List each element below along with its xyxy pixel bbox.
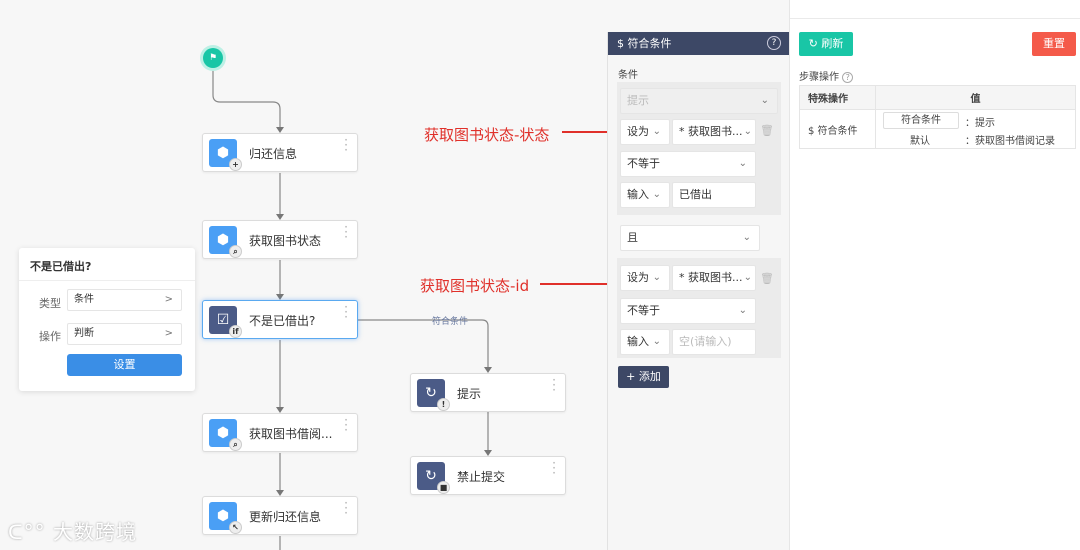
chevron-down-icon: ⌄ — [742, 232, 751, 243]
joiner-select[interactable]: 且⌄ — [620, 225, 760, 251]
flow-node[interactable]: ↻■ 禁止提交 ··· — [410, 456, 566, 495]
popover-title: 不是已借出? — [30, 260, 92, 273]
cube-icon: ⬢+ — [209, 139, 242, 171]
chevron-down-icon: ⌄ — [738, 305, 747, 316]
value-input[interactable]: 已借出 — [672, 182, 756, 208]
help-icon[interactable]: ? — [767, 36, 781, 50]
flow-node-selected[interactable]: ☑if 不是已借出? ··· — [202, 300, 358, 339]
mode-select[interactable]: 设为⌄ — [620, 119, 670, 145]
settings-button[interactable]: 设置 — [67, 354, 182, 376]
chevron-down-icon: ⌄ — [652, 126, 661, 137]
chevron-down-icon: ⌄ — [652, 272, 661, 283]
flow-connectors — [212, 68, 492, 550]
watermark-logo: ᑕ°° 大数跨境 — [8, 520, 137, 544]
op-select[interactable]: 判断> — [67, 323, 182, 345]
more-icon[interactable]: ··· — [552, 456, 556, 480]
trash-icon[interactable]: 🗑 — [760, 124, 774, 137]
loop-icon: ↻■ — [417, 462, 450, 494]
more-icon[interactable]: ··· — [344, 220, 348, 244]
refresh-icon: ↻ — [808, 37, 818, 50]
help-icon[interactable]: ? — [842, 72, 854, 83]
annotation: 获取图书状态-id — [420, 277, 530, 295]
field-select[interactable]: * 获取图书...⌄ — [672, 119, 756, 145]
flow-node[interactable]: ⬢⌕ 获取图书状态 ··· — [202, 220, 358, 259]
node-popover: 不是已借出? 类型 条件> 操作 判断> 设置 — [19, 248, 195, 391]
node-label: 更新归还信息 — [249, 510, 322, 524]
chevron-down-icon: ⌄ — [743, 272, 752, 283]
type-select[interactable]: 条件> — [67, 289, 182, 311]
loop-icon: ↻! — [417, 379, 450, 411]
more-icon[interactable]: ··· — [344, 413, 348, 437]
flow-node[interactable]: ⬢+ 归还信息 ··· — [202, 133, 358, 172]
type-label: 类型 — [39, 297, 61, 310]
chevron-right-icon: > — [164, 294, 173, 305]
node-label: 禁止提交 — [457, 470, 506, 484]
chevron-down-icon: ⌄ — [652, 189, 661, 200]
cube-icon: ⬢↖ — [209, 502, 242, 534]
more-icon[interactable]: ··· — [344, 133, 348, 157]
operator-select[interactable]: 不等于⌄ — [620, 298, 756, 324]
operator-select[interactable]: 不等于⌄ — [620, 151, 756, 177]
condition-tag[interactable]: 符合条件 — [883, 112, 959, 129]
panel-header: $ 符合条件 ? — [608, 32, 789, 55]
node-label: 获取图书借阅... — [249, 427, 333, 441]
chevron-right-icon: > — [164, 328, 173, 339]
flow-node[interactable]: ↻! 提示 ··· — [410, 373, 566, 412]
step-table: 特殊操作 值 $ 符合条件 符合条件 ：提示 默认 ：获取图书借阅记录 — [799, 85, 1076, 149]
edge-label: 符合条件 — [432, 317, 469, 327]
chevron-down-icon: ⌄ — [652, 336, 661, 347]
checklist-icon: ☑if — [209, 306, 242, 338]
right-panel: ↻ 刷新 重置 步骤操作 ? 特殊操作 值 $ 符合条件 符合条件 ：提示 默认… — [789, 0, 1080, 550]
section-label: 步骤操作 — [799, 72, 839, 83]
more-icon[interactable]: ··· — [344, 496, 348, 520]
more-icon[interactable]: ··· — [552, 373, 556, 397]
panel-title: $ 符合条件 — [617, 37, 672, 50]
cube-icon: ⬢⌕ — [209, 226, 242, 258]
node-label: 归还信息 — [249, 147, 298, 161]
input-mode-select[interactable]: 输入⌄ — [620, 182, 670, 208]
node-label: 提示 — [457, 387, 482, 401]
node-label: 不是已借出? — [249, 314, 316, 328]
condition-panel: $ 符合条件 ? 条件 提示⌄ 设为⌄ * 获取图书...⌄ 🗑 不等于⌄ 输入… — [607, 32, 789, 550]
start-flag-icon[interactable]: ⚑ — [203, 48, 223, 68]
chevron-down-icon: ⌄ — [738, 158, 747, 169]
cube-icon: ⬢⌕ — [209, 419, 242, 451]
node-label: 获取图书状态 — [249, 234, 322, 248]
mode-select[interactable]: 设为⌄ — [620, 265, 670, 291]
op-label: 操作 — [39, 330, 61, 343]
arrow-icon — [540, 279, 620, 289]
section-label: 条件 — [618, 70, 638, 81]
flow-node[interactable]: ⬢⌕ 获取图书借阅... ··· — [202, 413, 358, 452]
more-icon[interactable]: ··· — [344, 300, 348, 324]
chevron-down-icon: ⌄ — [743, 126, 752, 137]
add-button[interactable]: + 添加 — [618, 366, 669, 388]
flow-node[interactable]: ⬢↖ 更新归还信息 ··· — [202, 496, 358, 535]
reset-button[interactable]: 重置 — [1032, 32, 1076, 56]
value-input[interactable]: 空(请输入) — [672, 329, 756, 355]
trash-icon[interactable]: 🗑 — [760, 272, 774, 285]
refresh-button[interactable]: ↻ 刷新 — [799, 32, 853, 56]
field-select[interactable]: * 获取图书...⌄ — [672, 265, 756, 291]
input-mode-select[interactable]: 输入⌄ — [620, 329, 670, 355]
annotation: 获取图书状态-状态 — [424, 126, 550, 144]
row-label: $ 符合条件 — [799, 109, 876, 149]
prompt-select[interactable]: 提示⌄ — [620, 88, 778, 114]
chevron-down-icon: ⌄ — [760, 95, 769, 106]
